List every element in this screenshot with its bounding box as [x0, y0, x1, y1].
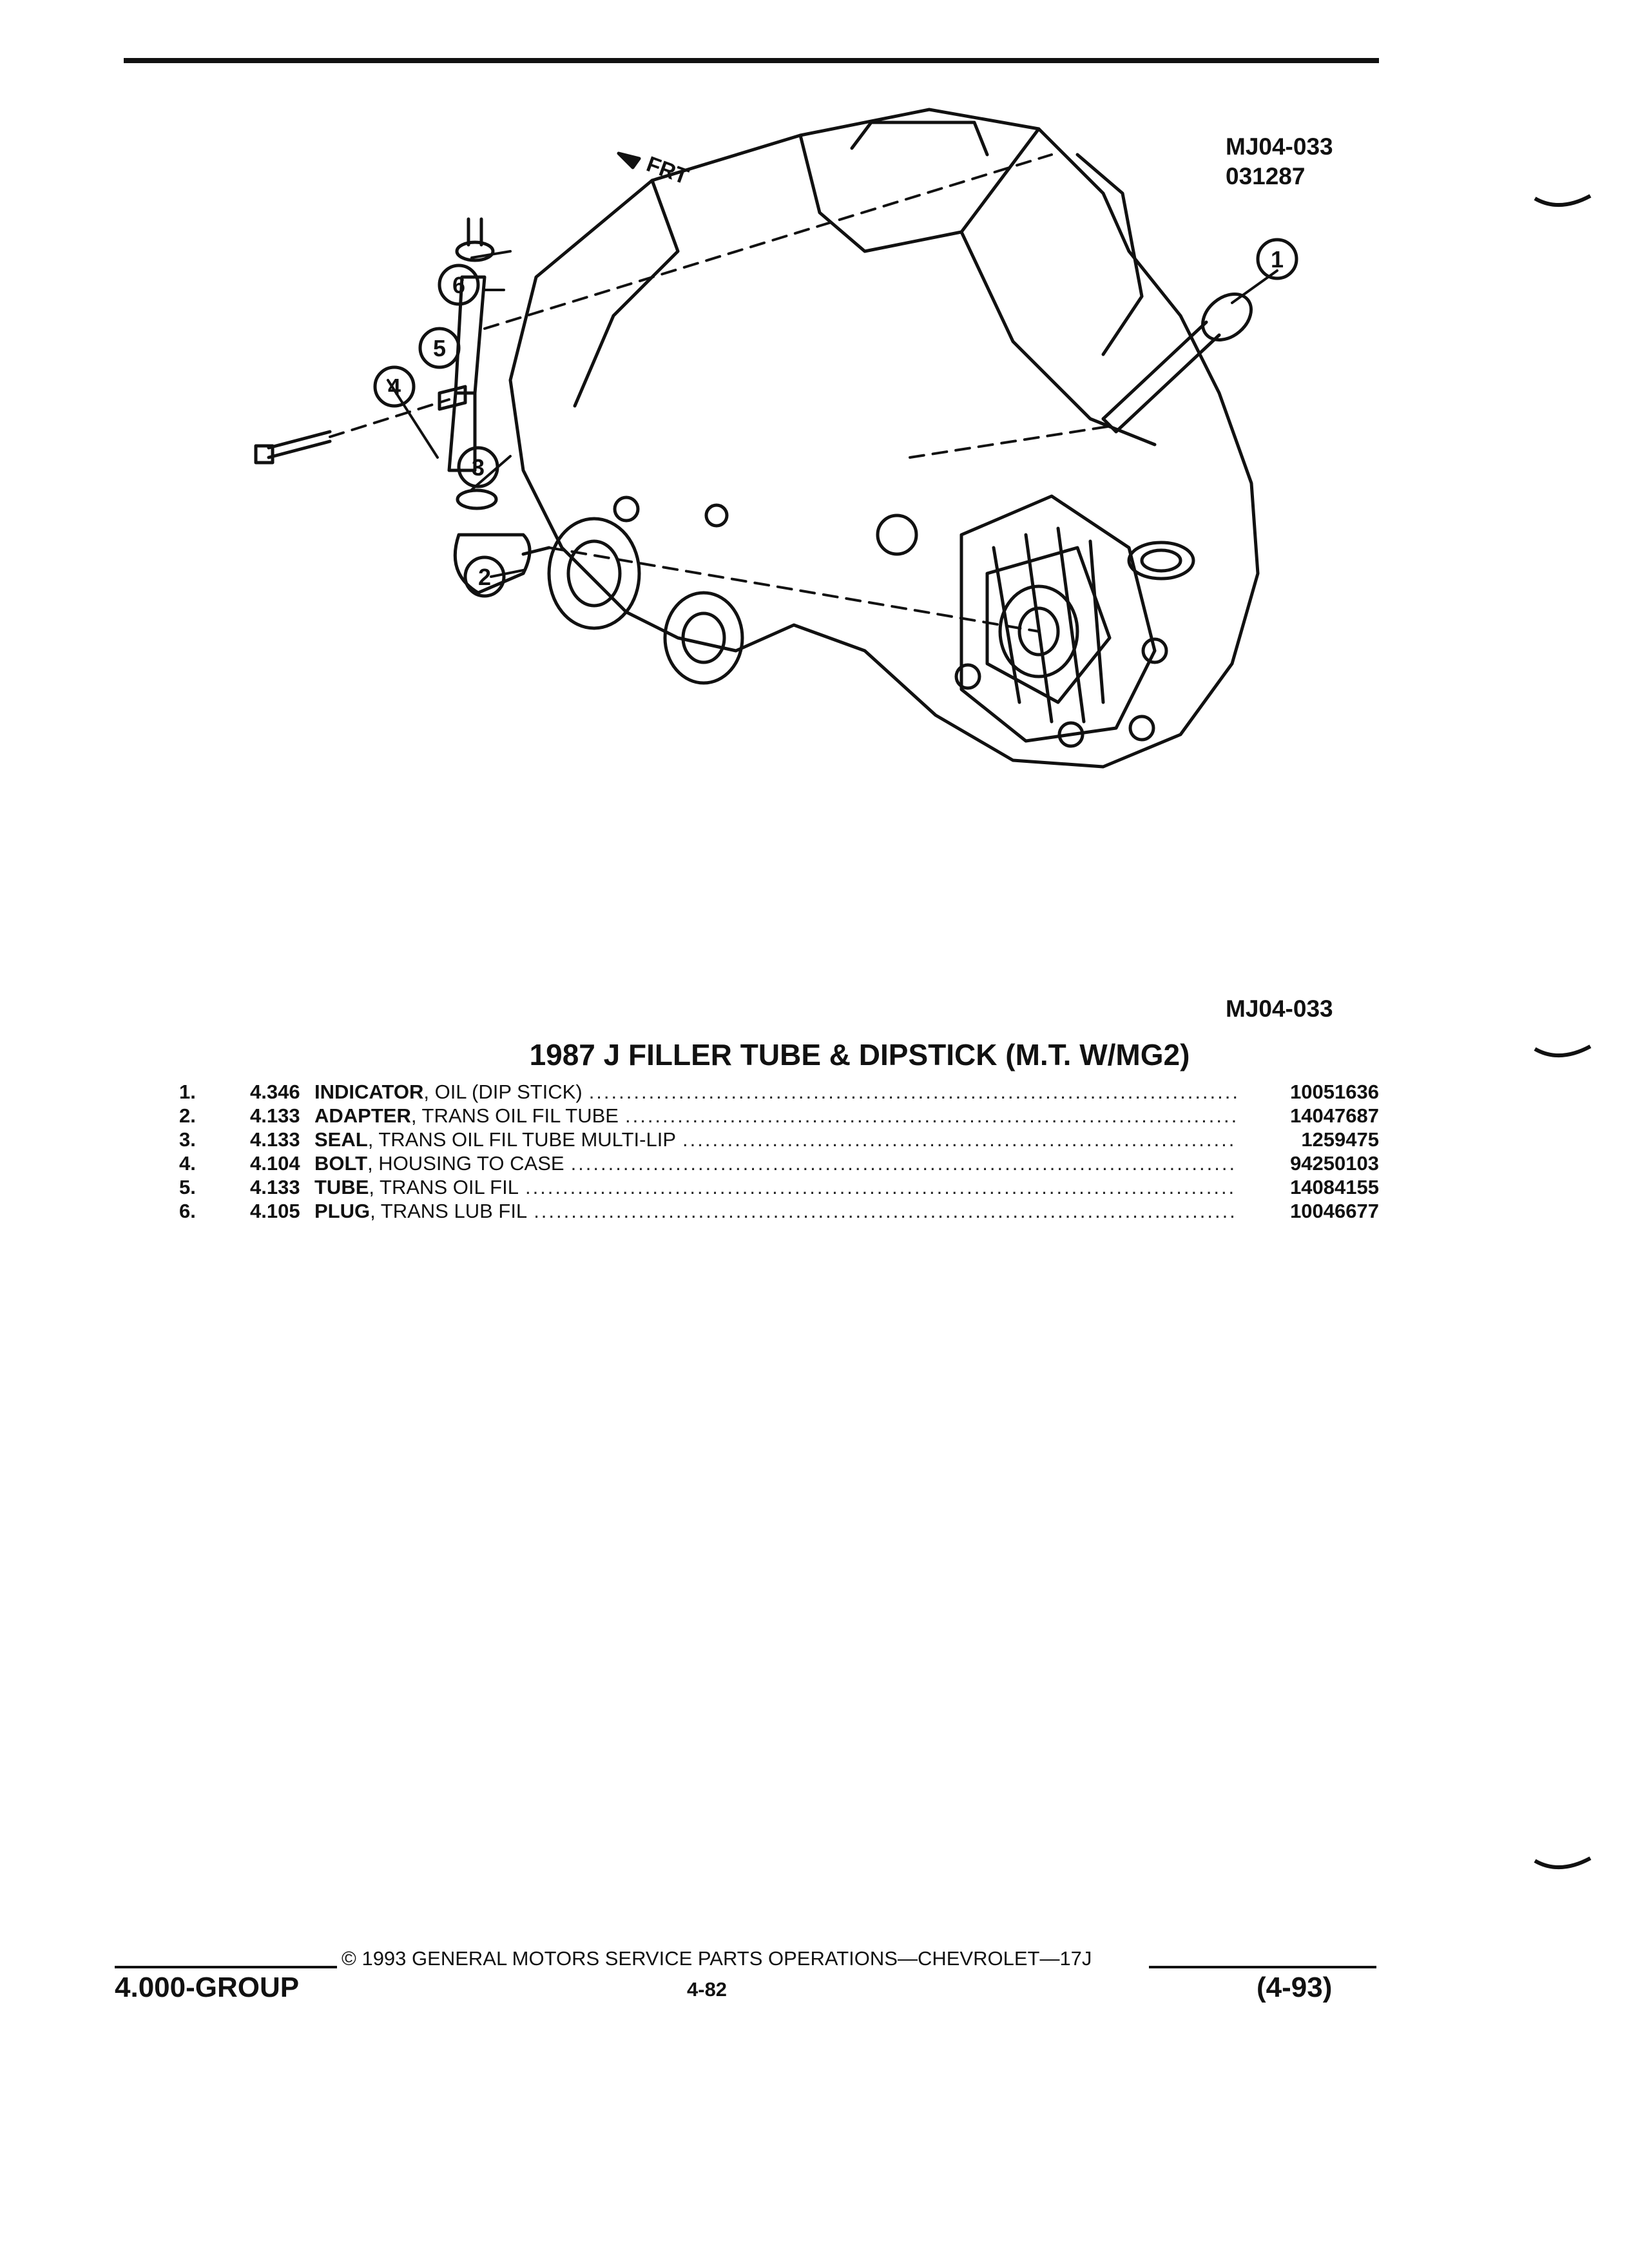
- figure-code-block: MJ04-033 031287: [1226, 132, 1333, 191]
- dot-leader: ........................................…: [534, 1200, 1237, 1222]
- part-detail: , TRANS OIL FIL: [369, 1176, 519, 1198]
- footer-page-number: 4-82: [687, 1978, 728, 2001]
- part-description: PLUG, TRANS LUB FIL: [314, 1199, 527, 1223]
- part-description: BOLT, HOUSING TO CASE: [314, 1151, 564, 1175]
- callout-5: 5: [433, 335, 446, 361]
- parts-list: 1. 4.346 INDICATOR, OIL (DIP STICK).......…: [179, 1080, 1379, 1223]
- callout-3: 3: [472, 454, 485, 481]
- dipstick: [1101, 293, 1253, 434]
- binder-mark: [1534, 194, 1592, 207]
- part-detail: , TRANS OIL FIL TUBE: [410, 1104, 619, 1127]
- item-number: 2.: [179, 1104, 196, 1127]
- parts-row: 6. 4.105 PLUG, TRANS LUB FIL..............…: [179, 1199, 1379, 1223]
- figure-code-top: MJ04-033: [1226, 133, 1333, 160]
- transmission-case: [508, 108, 1260, 769]
- parts-row: 2. 4.133 ADAPTER, TRANS OIL FIL TUBE......…: [179, 1104, 1379, 1128]
- part-description: INDICATOR, OIL (DIP STICK): [314, 1080, 583, 1104]
- dot-leader: ........................................…: [588, 1081, 1237, 1103]
- callout-2: 2: [478, 564, 491, 590]
- dot-leader: ........................................…: [682, 1128, 1237, 1151]
- top-rule: [124, 58, 1379, 63]
- item-number: 6.: [179, 1200, 196, 1222]
- part-number: 10046677: [1290, 1200, 1379, 1222]
- part-detail: , TRANS OIL FIL TUBE MULTI-LIP: [367, 1128, 676, 1151]
- binder-mark: [1534, 1856, 1592, 1869]
- part-number: 10051636: [1290, 1081, 1379, 1103]
- group-number: 4.346: [250, 1081, 300, 1103]
- dot-leader: ........................................…: [570, 1152, 1237, 1175]
- part-name: ADAPTER: [314, 1104, 411, 1127]
- group-number: 4.105: [250, 1200, 300, 1222]
- group-number: 4.133: [250, 1128, 300, 1151]
- item-number: 3.: [179, 1128, 196, 1151]
- figure-date-code: 031287: [1226, 163, 1306, 189]
- part-name: PLUG: [314, 1200, 371, 1222]
- front-arrow: [617, 151, 641, 169]
- part-detail: , TRANS LUB FIL: [370, 1200, 528, 1222]
- group-number: 4.133: [250, 1176, 300, 1198]
- footer-copyright: © 1993 GENERAL MOTORS SERVICE PARTS OPER…: [342, 1947, 1092, 1970]
- part-name: INDICATOR: [314, 1081, 424, 1103]
- part-number: 94250103: [1290, 1152, 1379, 1175]
- part-detail: , OIL (DIP STICK): [423, 1081, 583, 1103]
- dot-leader: ........................................…: [624, 1104, 1237, 1127]
- part-description: ADAPTER, TRANS OIL FIL TUBE: [314, 1104, 619, 1128]
- item-number: 1.: [179, 1081, 196, 1103]
- footer-rule-left: [115, 1966, 337, 1968]
- figure-code-bottom: MJ04-033: [1226, 995, 1333, 1022]
- part-detail: , HOUSING TO CASE: [367, 1152, 564, 1175]
- group-number: 4.133: [250, 1104, 300, 1127]
- item-number: 5.: [179, 1176, 196, 1198]
- footer-date: (4-93): [1257, 1972, 1333, 2003]
- footer-rule-right: [1149, 1966, 1376, 1968]
- page-title: 1987 J FILLER TUBE & DIPSTICK (M.T. W/MG…: [529, 1038, 1190, 1072]
- footer-group: 4.000-GROUP: [115, 1972, 300, 2003]
- callout-leaders: [387, 250, 1278, 578]
- item-number: 4.: [179, 1152, 196, 1175]
- parts-row: 4. 4.104 BOLT, HOUSING TO CASE............…: [179, 1151, 1379, 1175]
- parts-row: 1. 4.346 INDICATOR, OIL (DIP STICK).......…: [179, 1080, 1379, 1104]
- callout-6: 6: [452, 272, 465, 298]
- part-name: SEAL: [314, 1128, 368, 1151]
- parts-row: 3. 4.133 SEAL, TRANS OIL FIL TUBE MULTI-LI…: [179, 1128, 1379, 1151]
- callout-1: 1: [1271, 246, 1284, 273]
- bolt: [254, 430, 332, 465]
- parts-row: 5. 4.133 TUBE, TRANS OIL FIL..............…: [179, 1175, 1379, 1199]
- group-number: 4.104: [250, 1152, 300, 1175]
- part-description: TUBE, TRANS OIL FIL: [314, 1175, 519, 1199]
- part-name: TUBE: [314, 1176, 369, 1198]
- part-number: 1259475: [1301, 1128, 1379, 1151]
- binder-mark: [1534, 1044, 1592, 1057]
- part-number: 14047687: [1290, 1104, 1379, 1127]
- dot-leader: ........................................…: [525, 1176, 1237, 1198]
- callout-4: 4: [388, 374, 401, 400]
- callout-circles: [373, 238, 1298, 598]
- part-description: SEAL, TRANS OIL FIL TUBE MULTI-LIP: [314, 1128, 676, 1151]
- part-name: BOLT: [314, 1152, 368, 1175]
- assembly-lines: [329, 153, 1117, 633]
- part-number: 14084155: [1290, 1176, 1379, 1198]
- exploded-diagram: 1 6 5 4 3 2 FRT: [124, 84, 1379, 1024]
